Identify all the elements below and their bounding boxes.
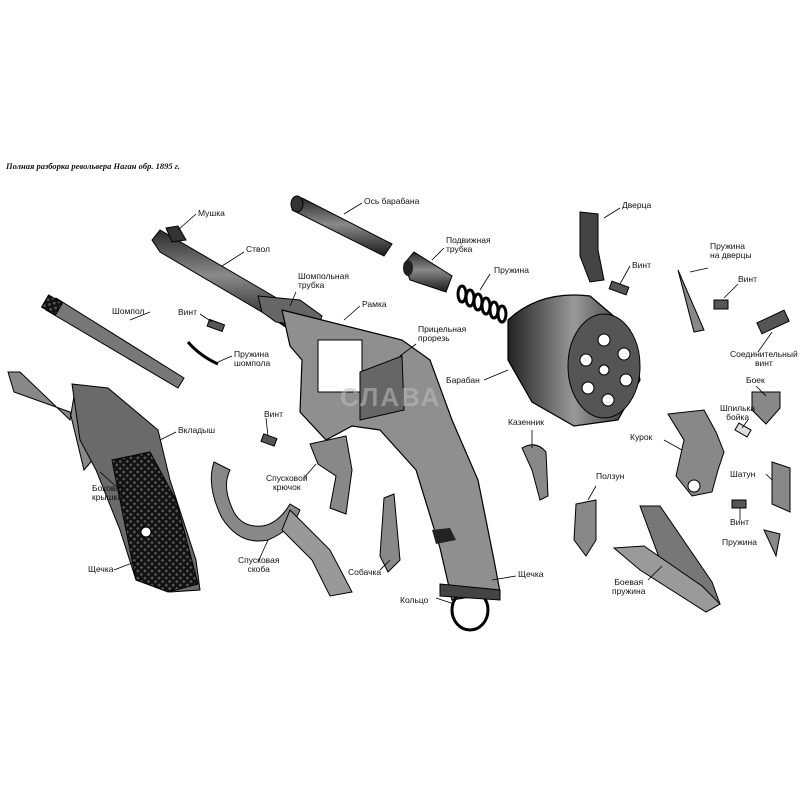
- label-kurok: Курок: [630, 432, 653, 442]
- label-kolco: Кольцо: [400, 595, 429, 605]
- mainspring-part: [612, 505, 721, 613]
- label-shompol: Шомпол: [112, 306, 145, 316]
- hammer-part: [667, 409, 725, 497]
- label-stvol: Ствол: [246, 244, 270, 254]
- label-kazennik: Казенник: [508, 417, 544, 427]
- cylinder-part: [507, 294, 641, 427]
- label-baraban: Барабан: [446, 375, 480, 385]
- label-vint-4: Винт: [264, 409, 284, 419]
- gate-spring-part: [677, 269, 705, 333]
- pawl-part: [379, 493, 401, 573]
- label-schechka-left: Щечка: [88, 564, 114, 574]
- firing-pin-pin-part: [734, 422, 752, 438]
- left-grip-part: [71, 383, 201, 593]
- slider-part: [573, 499, 597, 557]
- label-polzun: Ползун: [596, 471, 625, 481]
- firing-pin-part: [751, 391, 781, 425]
- breech-part: [521, 444, 549, 501]
- connecting-rod-part: [771, 461, 791, 513]
- label-vint-5: Винт: [730, 517, 750, 527]
- label-mushka: Мушка: [198, 208, 225, 218]
- cylinder-axis-part: [290, 195, 393, 257]
- watermark: СЛАВА: [340, 382, 442, 412]
- label-pruzhina-top: Пружина: [494, 265, 529, 275]
- loading-gate-part: [579, 211, 605, 283]
- movable-tube-part: [403, 251, 453, 293]
- leader-lines: [99, 202, 773, 605]
- ramrod-spring-part: [186, 341, 219, 366]
- label-dverca: Дверца: [622, 200, 652, 210]
- label-vint-3: Винт: [738, 274, 758, 284]
- label-vkladysh: Вкладыш: [178, 425, 216, 435]
- spring-part: [456, 284, 508, 324]
- label-os-barabana: Ось барабана: [364, 196, 420, 206]
- screw-parts: [206, 280, 790, 509]
- trigger-guard-part: [210, 461, 353, 597]
- label-sobachka: Собачка: [348, 567, 382, 577]
- label-pruzhina-right: Пружина: [722, 537, 757, 547]
- trigger-part: [309, 435, 353, 515]
- diagram-title: Полная разборка револьвера Наган обр. 18…: [6, 161, 180, 171]
- label-vint-2: Винт: [632, 260, 652, 270]
- small-spring-part: [763, 529, 781, 558]
- label-vint-1: Винт: [178, 307, 198, 317]
- label-shatun: Шатун: [730, 469, 756, 479]
- label-ramka: Рамка: [362, 299, 387, 309]
- frame-part: [281, 309, 501, 632]
- label-schechka-right: Щечка: [518, 569, 544, 579]
- label-boek: Боек: [746, 375, 765, 385]
- ramrod-part: [40, 294, 185, 389]
